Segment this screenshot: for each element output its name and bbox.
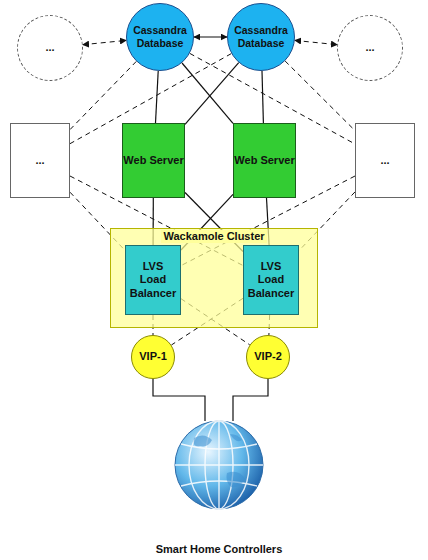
load-balancer-box: LVS Load Balancer bbox=[243, 245, 299, 315]
globe-illustration bbox=[172, 418, 266, 512]
web-server-box: Web Server bbox=[233, 123, 296, 198]
database-circle: Cassandra Database bbox=[227, 3, 295, 71]
dashed-connector bbox=[295, 40, 337, 44]
node-label: LVS Load Balancer bbox=[129, 260, 177, 300]
node-label: ... bbox=[45, 41, 54, 54]
connector-line bbox=[233, 379, 268, 421]
dashed-connector bbox=[70, 61, 136, 129]
connector-line bbox=[262, 71, 263, 123]
node-label: ... bbox=[365, 41, 374, 54]
connector-line bbox=[156, 71, 159, 123]
cluster-band: Wackamole ClusterLVS Load Balancer LVS Lo… bbox=[110, 228, 318, 328]
web-server-box: Web Server bbox=[122, 123, 185, 198]
node-label: Cassandra Database bbox=[228, 24, 294, 49]
node-label: LVS Load Balancer bbox=[247, 260, 295, 300]
dashed-connector bbox=[285, 61, 355, 131]
vip-circle: VIP-2 bbox=[246, 335, 290, 379]
node-label: VIP-2 bbox=[254, 350, 282, 363]
node-label: Smart Home Controllers bbox=[156, 543, 283, 556]
node-label: Cassandra Database bbox=[127, 24, 193, 49]
node-label: ... bbox=[380, 154, 389, 167]
vip-circle: VIP-1 bbox=[131, 335, 175, 379]
node-placeholder-circle: ... bbox=[337, 15, 403, 81]
connector-line bbox=[185, 63, 239, 125]
node-label: ... bbox=[35, 154, 44, 167]
connector-line bbox=[182, 63, 233, 123]
connector-line bbox=[153, 379, 205, 421]
database-circle: Cassandra Database bbox=[126, 3, 194, 71]
node-label: Web Server bbox=[123, 154, 183, 167]
server-placeholder-box: ... bbox=[10, 123, 70, 198]
node-placeholder-circle: ... bbox=[17, 15, 83, 81]
dashed-connector bbox=[83, 40, 126, 44]
server-placeholder-box: ... bbox=[355, 123, 415, 198]
load-balancer-box: LVS Load Balancer bbox=[125, 245, 181, 315]
node-label: Web Server bbox=[234, 154, 294, 167]
internet-globe: Smart Home Controllers bbox=[100, 418, 338, 556]
connector-line bbox=[194, 36, 227, 37]
node-label: Wackamole Cluster bbox=[161, 230, 266, 243]
node-label: VIP-1 bbox=[139, 350, 167, 363]
